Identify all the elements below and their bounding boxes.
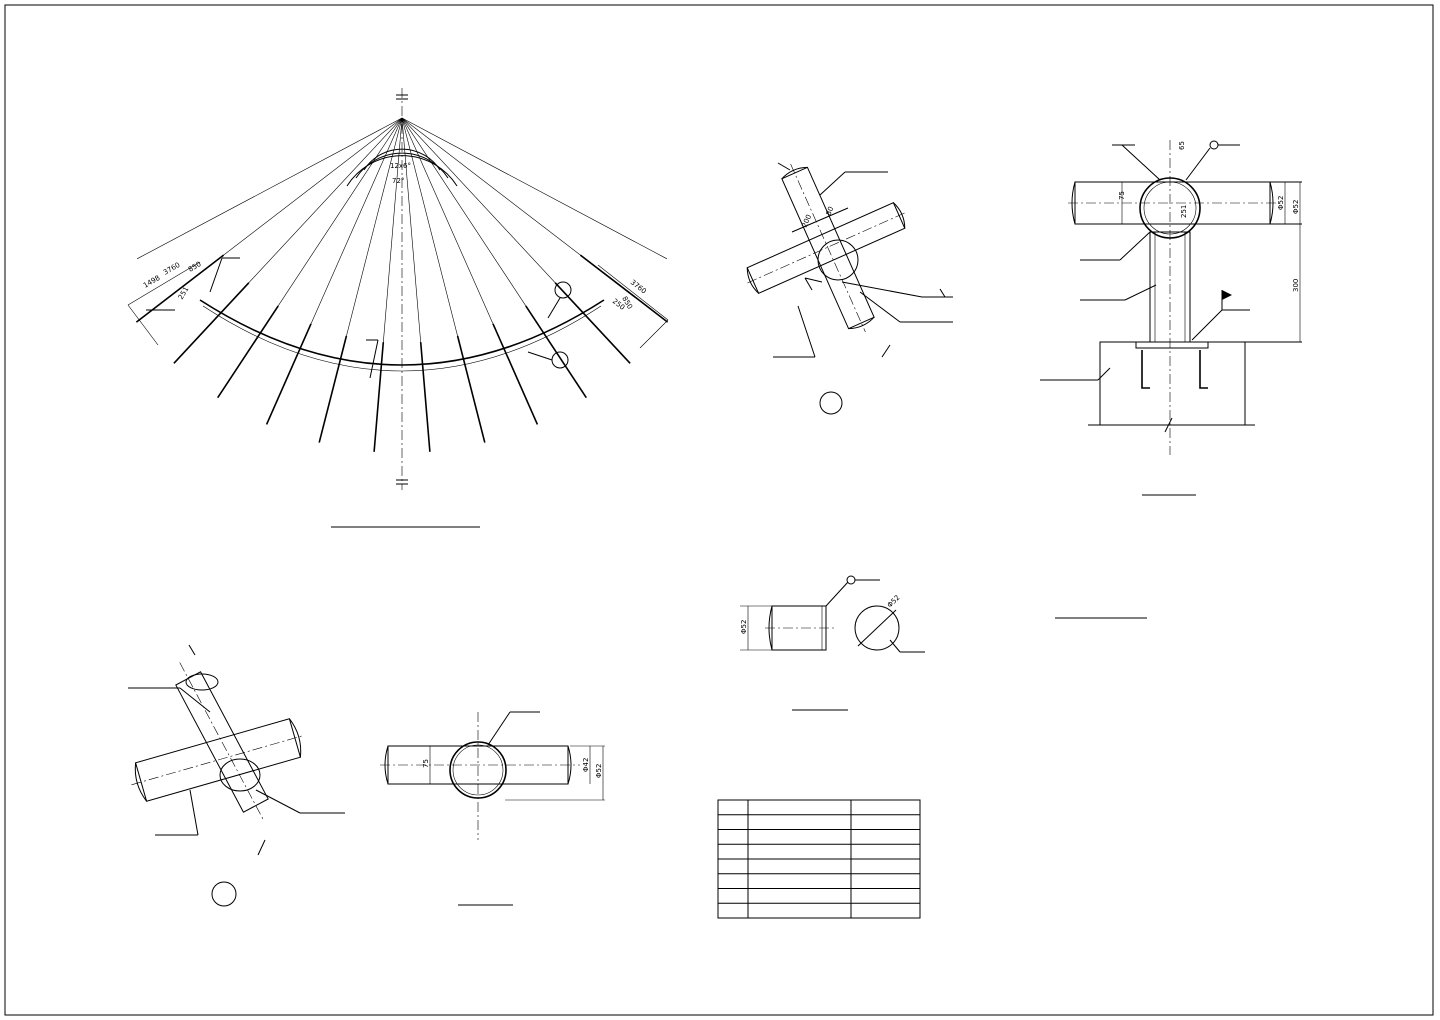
fan-member	[265, 323, 312, 425]
fan-ray	[401, 117, 668, 260]
dim-text: 251	[1180, 205, 1188, 218]
dim-text: 3760	[162, 261, 181, 277]
dim-text: 200	[801, 213, 814, 228]
column-base-detail: 65 75 251 Φ52 Φ52 300	[1040, 140, 1302, 619]
node-detail-b	[128, 644, 345, 907]
dim-text: 72°	[392, 177, 404, 185]
dim-text: 75	[1118, 191, 1126, 200]
dim-text: 300	[1292, 279, 1300, 292]
material-table	[717, 799, 921, 919]
fan-member	[492, 323, 539, 425]
dim-text: Φ52	[886, 594, 902, 610]
dim-text: 850	[187, 260, 203, 274]
dim-text: 3760	[629, 278, 648, 295]
fan-ray	[136, 117, 403, 260]
dim-text: 80	[825, 205, 836, 216]
fan-member	[373, 342, 385, 452]
dim-text: Φ52	[595, 764, 603, 778]
fan-member	[525, 305, 587, 399]
node-detail-a: 200 80	[746, 162, 953, 415]
section-detail-b: 75 Φ42 Φ52	[380, 711, 605, 906]
fan-member	[419, 342, 431, 452]
dim-text: 75	[422, 759, 430, 768]
fan-member	[554, 282, 631, 364]
dim-text: Φ42	[582, 758, 590, 772]
fan-member	[173, 282, 250, 364]
fan-member	[456, 335, 486, 443]
dim-text: 1498	[142, 274, 161, 290]
dim-text: 65	[1178, 141, 1186, 150]
sheet-border	[4, 4, 1434, 1016]
pipe-detail: Φ52 Φ52	[740, 575, 925, 711]
dim-text: Φ52	[740, 620, 748, 634]
dim-text: Φ52	[1277, 196, 1285, 210]
fan-plan-view: 3760 1498 850 251 3760 250 850 12x6° 72°	[127, 88, 669, 528]
dim-text: Φ52	[1292, 200, 1300, 214]
dim-text: 251	[177, 285, 191, 301]
fan-member	[318, 335, 348, 443]
dim-text: 12x6°	[390, 162, 411, 170]
fan-member	[135, 254, 225, 323]
fan-member	[217, 305, 279, 399]
fan-member	[579, 254, 669, 323]
